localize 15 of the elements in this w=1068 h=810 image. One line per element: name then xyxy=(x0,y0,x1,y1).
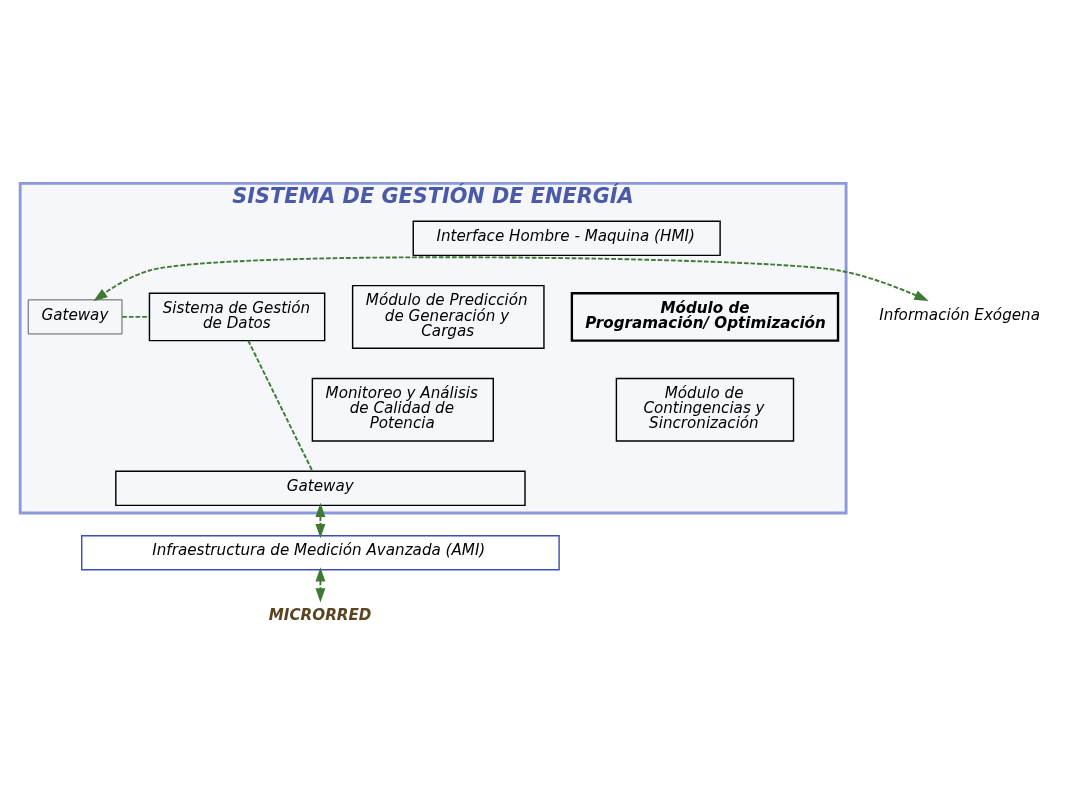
connector xyxy=(247,339,314,472)
node-box: Gateway xyxy=(27,299,123,335)
node-text: Información Exógena xyxy=(879,305,1040,324)
node-box: Módulo de Contingencias y Sincronización xyxy=(615,377,795,442)
node-box: Monitoreo y Análisis de Calidad de Potencia xyxy=(311,377,494,442)
node-box: Gateway xyxy=(115,470,526,507)
arrow xyxy=(93,256,929,302)
arrow xyxy=(315,567,326,603)
node-box: Interface Hombre - Maquina (HMI) xyxy=(412,220,721,257)
node-box: Módulo de Predicción de Generación y Cargas xyxy=(351,284,545,349)
node-box: Módulo de Programación/ Optimización xyxy=(570,292,840,342)
node-text: MICRORRED xyxy=(268,605,372,624)
node-box: Infraestructura de Medición Avanzada (AMI) xyxy=(81,535,560,571)
node-box: Sistema de Gestión de Datos xyxy=(148,292,326,342)
arrow xyxy=(315,502,326,539)
